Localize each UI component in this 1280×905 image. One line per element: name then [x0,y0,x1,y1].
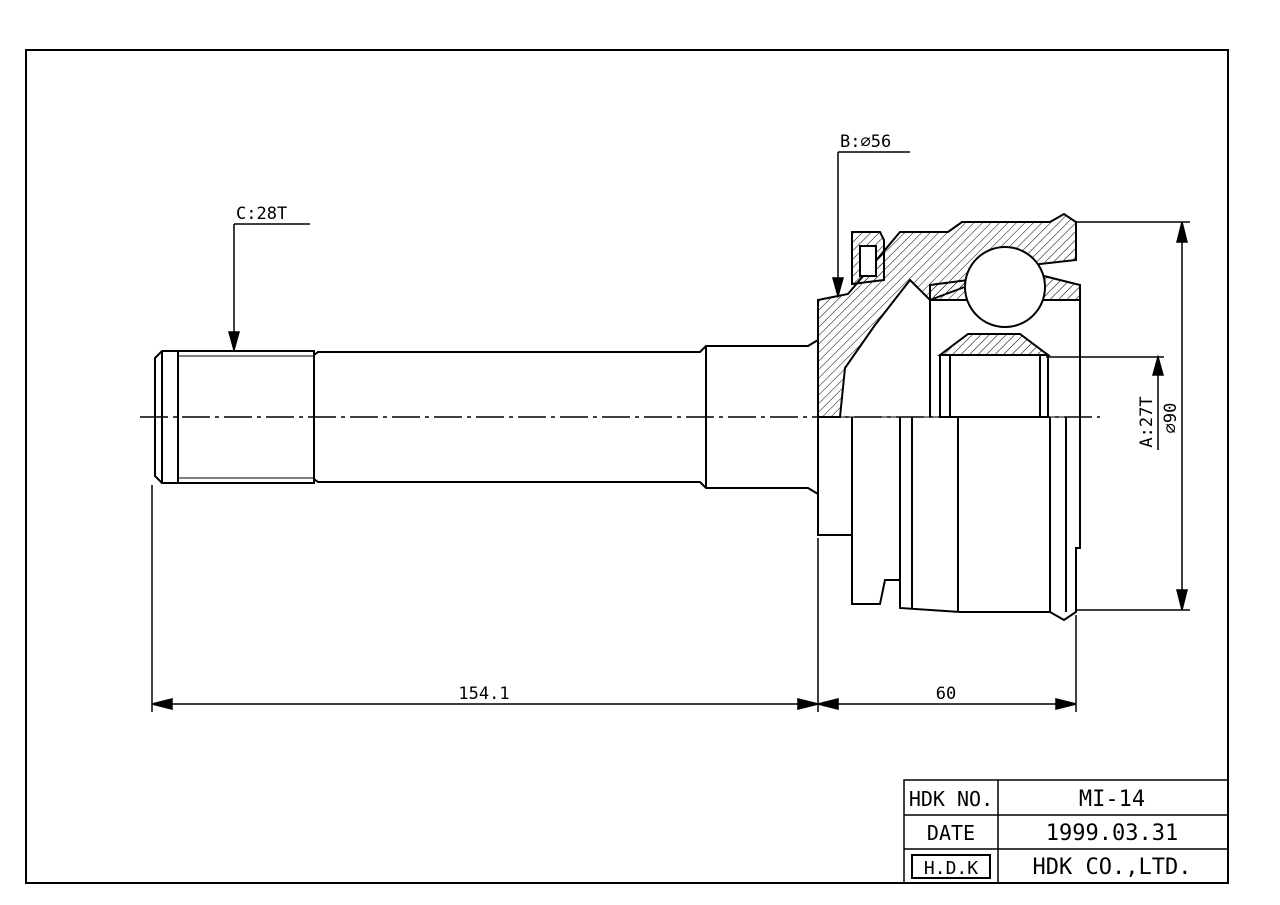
drawing-frame [25,49,1229,884]
hdk-no-value: MI-14 [1079,787,1145,812]
shaft-length-label: 154.1 [458,684,509,704]
spline-c-label: C:28T [236,204,287,224]
outer-race-bell [817,212,1090,622]
shaft [154,339,819,495]
dimensions [151,151,1190,712]
ball [964,246,1046,328]
bell-length-label: 60 [936,684,956,704]
logo-text: H.D.K [924,858,978,879]
title-block [903,779,1229,884]
date-value: 1999.03.31 [1046,821,1178,846]
seal-b-label: B:⌀56 [840,132,891,152]
hdk-no-label: HDK NO. [909,787,993,811]
date-label: DATE [927,821,975,845]
spline-a-label: A:27T [1137,396,1157,447]
company-name: HDK CO.,LTD. [1033,855,1192,880]
hdk-logo [911,854,991,879]
outer-diameter-label: ⌀90 [1161,403,1181,434]
